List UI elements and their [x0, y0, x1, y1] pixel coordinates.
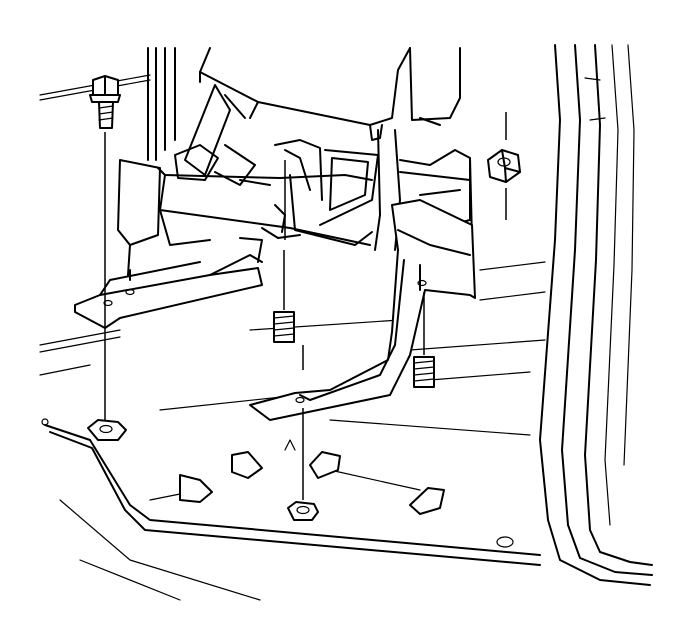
floor-bump-1: [179, 474, 213, 503]
floor-nut-left: [87, 419, 127, 441]
right-bracket: [249, 199, 476, 421]
floor-marker: [284, 439, 296, 451]
floor-bump-4: [409, 487, 445, 515]
left-bracket: [74, 254, 263, 329]
stud-center: [273, 311, 295, 343]
bolt: [89, 75, 121, 129]
floor-bump-2: [231, 451, 263, 479]
floor-nut-center: [287, 501, 319, 521]
floor-bump-3: [309, 451, 341, 479]
seat-frame: [117, 47, 473, 276]
nut: [487, 149, 521, 183]
stud-right: [413, 356, 435, 388]
door-pillar: [539, 44, 653, 586]
floor-pan: [39, 74, 546, 601]
